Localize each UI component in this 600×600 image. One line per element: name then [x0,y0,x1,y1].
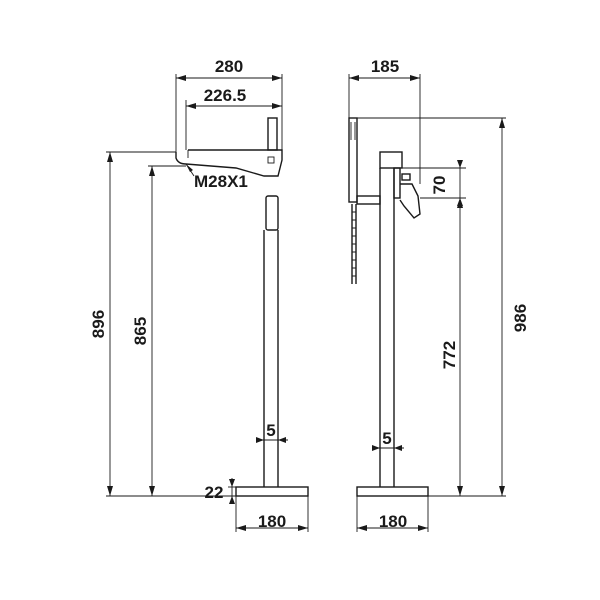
dim-front-base-22: 22 [205,483,224,502]
side-hand-shower [348,117,358,203]
front-spout-body [175,149,283,177]
side-pipe [379,168,395,487]
side-shower-bracket [356,195,381,205]
front-base-plate [235,486,309,497]
front-view [175,117,309,497]
side-top-body [379,151,403,169]
front-shower-holder [265,195,279,231]
dim-front-base-180: 180 [258,512,286,531]
side-base-plate [356,486,429,497]
side-knob [401,173,411,181]
dim-side-772: 772 [440,341,459,369]
front-pipe [263,230,279,487]
side-valve-body [393,167,401,199]
dim-side-wall-5: 5 [382,429,391,448]
dim-side-70: 70 [430,176,449,195]
front-handle-top [267,117,278,151]
dim-front-280: 280 [215,57,243,76]
front-dimensions [106,74,309,532]
dim-front-896: 896 [89,310,108,338]
dim-side-base-180: 180 [379,512,407,531]
dim-side-185: 185 [371,57,399,76]
dim-front-226-5: 226.5 [204,86,247,105]
side-lever [399,183,421,219]
side-view [348,117,429,497]
dim-thread-m28x1: M28X1 [194,172,248,191]
dim-side-986: 986 [511,304,530,332]
dim-front-wall-5: 5 [266,421,275,440]
side-dimensions [348,74,506,532]
dim-front-865: 865 [131,317,150,345]
